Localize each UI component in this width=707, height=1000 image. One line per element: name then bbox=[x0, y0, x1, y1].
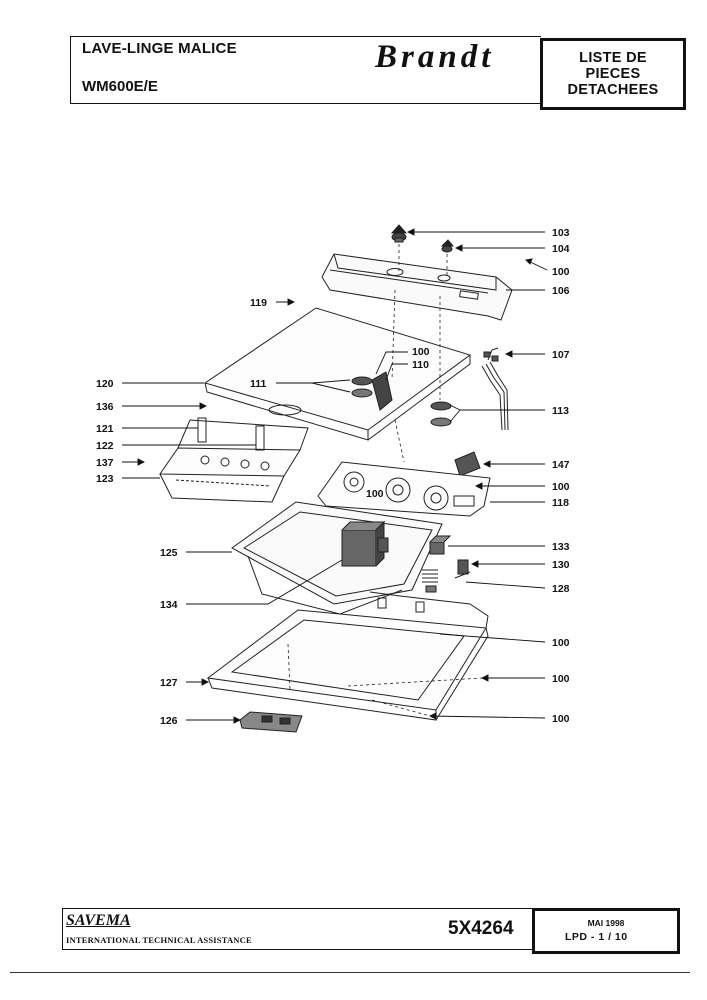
document-type-box: LISTE DE PIECES DETACHEES bbox=[540, 38, 686, 110]
part-label-121: 121 bbox=[96, 423, 114, 435]
header-box bbox=[70, 36, 541, 104]
part-label-111: 111 bbox=[250, 378, 267, 390]
part-label-147: 147 bbox=[552, 459, 570, 471]
part-label-127: 127 bbox=[160, 677, 178, 689]
base-frame bbox=[206, 591, 489, 721]
part-label-100-screw-top: 100 bbox=[552, 266, 570, 278]
bracket bbox=[239, 711, 303, 733]
assembly-lines bbox=[287, 244, 483, 717]
part-label-128: 128 bbox=[552, 583, 570, 595]
control-panel-fascia bbox=[321, 253, 513, 321]
knob-large bbox=[390, 224, 408, 243]
part-label-137: 137 bbox=[96, 457, 114, 469]
date-page-box bbox=[532, 908, 680, 954]
company-name: SAVEMA bbox=[66, 912, 131, 929]
part-label-107: 107 bbox=[552, 349, 570, 361]
doc-type-line-3: DETACHEES bbox=[567, 82, 659, 98]
model-number: WM600E/E bbox=[82, 78, 158, 95]
part-label-122: 122 bbox=[96, 440, 114, 452]
part-label-126: 126 bbox=[160, 715, 178, 727]
part-label-103: 103 bbox=[552, 227, 570, 239]
small-components bbox=[422, 535, 471, 593]
footer-box bbox=[62, 908, 533, 950]
control-base-frame bbox=[317, 461, 491, 517]
part-label-136: 136 bbox=[96, 401, 114, 413]
part-label-100-lid: 100 bbox=[412, 346, 430, 358]
part-label-133: 133 bbox=[552, 541, 570, 553]
part-label-100-base: 100 bbox=[366, 488, 384, 500]
doc-type-line-1: LISTE DE bbox=[579, 50, 647, 66]
terminal-block bbox=[454, 451, 481, 477]
gear-set-111 bbox=[351, 371, 393, 411]
knob-small bbox=[440, 239, 455, 253]
page-number: LPD - 1 / 10 bbox=[565, 931, 628, 943]
brand-logo: Brandt bbox=[375, 39, 495, 75]
doc-type-line-2: PIECES bbox=[585, 66, 641, 82]
document-title: LAVE-LINGE MALICE bbox=[82, 40, 237, 57]
part-label-120: 120 bbox=[96, 378, 114, 390]
part-label-130: 130 bbox=[552, 559, 570, 571]
document-reference: 5X4264 bbox=[448, 918, 514, 939]
part-label-113: 113 bbox=[552, 405, 569, 417]
part-label-119: 119 bbox=[250, 297, 267, 309]
part-label-104: 104 bbox=[552, 243, 570, 255]
part-label-100-bottom: 100 bbox=[552, 713, 570, 725]
part-label-100-right: 100 bbox=[552, 481, 570, 493]
document-date: MAI 1998 bbox=[587, 918, 625, 928]
part-label-118: 118 bbox=[552, 497, 569, 509]
leader-lines bbox=[122, 228, 548, 724]
part-label-123: 123 bbox=[96, 473, 114, 485]
part-label-100-frame: 100 bbox=[552, 637, 570, 649]
part-label-110: 110 bbox=[412, 359, 429, 371]
bottom-rule bbox=[10, 972, 690, 973]
part-label-125: 125 bbox=[160, 547, 178, 559]
tub bbox=[231, 501, 443, 615]
wiring-harness bbox=[481, 347, 509, 431]
control-housing bbox=[159, 417, 309, 503]
part-label-100-lower: 100 bbox=[552, 673, 570, 685]
top-lid bbox=[203, 307, 472, 441]
pump-motor bbox=[341, 520, 389, 567]
part-label-106: 106 bbox=[552, 285, 570, 297]
gear-set-113 bbox=[430, 401, 452, 427]
company-subtitle: INTERNATIONAL TECHNICAL ASSISTANCE bbox=[66, 935, 252, 945]
part-label-134: 134 bbox=[160, 599, 178, 611]
